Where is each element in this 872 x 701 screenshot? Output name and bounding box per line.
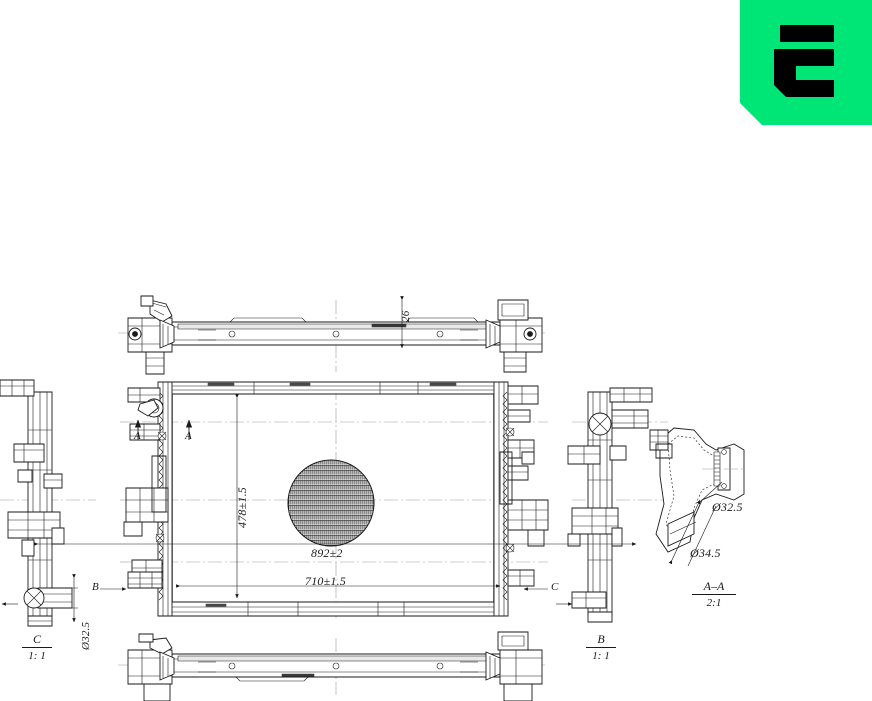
dim-core-width: 710±1.5 (305, 574, 346, 588)
view-label-c-scale: 1: 1 (28, 650, 46, 662)
left-side-view (0, 379, 96, 627)
right-side-view (567, 387, 668, 623)
section-marker-a-left: A (134, 430, 141, 442)
view-label-a-a: A–A 2:1 (692, 580, 736, 610)
top-view (118, 295, 545, 375)
view-label-c: C 1: 1 (22, 633, 52, 663)
logo-letter-e-icon (774, 25, 834, 97)
dim-overall-width: 892±2 (311, 546, 343, 560)
view-label-b: B 1: 1 (586, 633, 616, 663)
section-marker-c: C (551, 581, 559, 593)
front-view (1, 381, 637, 618)
dim-left-outlet-diameter: Ø32.5 (80, 621, 92, 650)
detail-a-a (649, 427, 745, 567)
bottom-view (118, 631, 545, 701)
view-label-b-name: B (586, 633, 616, 648)
view-label-a-a-scale: 2:1 (706, 597, 722, 609)
dim-detail-inner-diameter: Ø32.5 (712, 500, 743, 514)
view-label-c-name: C (22, 633, 52, 648)
view-label-a-a-name: A–A (692, 580, 736, 595)
dim-top-thickness: 26 (400, 310, 412, 322)
dim-core-height: 478±1.5 (235, 487, 249, 528)
section-marker-b: B (92, 581, 99, 593)
section-marker-a-right: A (185, 430, 192, 442)
view-label-b-scale: 1: 1 (592, 650, 610, 662)
brand-logo (740, 0, 872, 125)
dim-detail-outer-diameter: Ø34.5 (690, 546, 721, 560)
